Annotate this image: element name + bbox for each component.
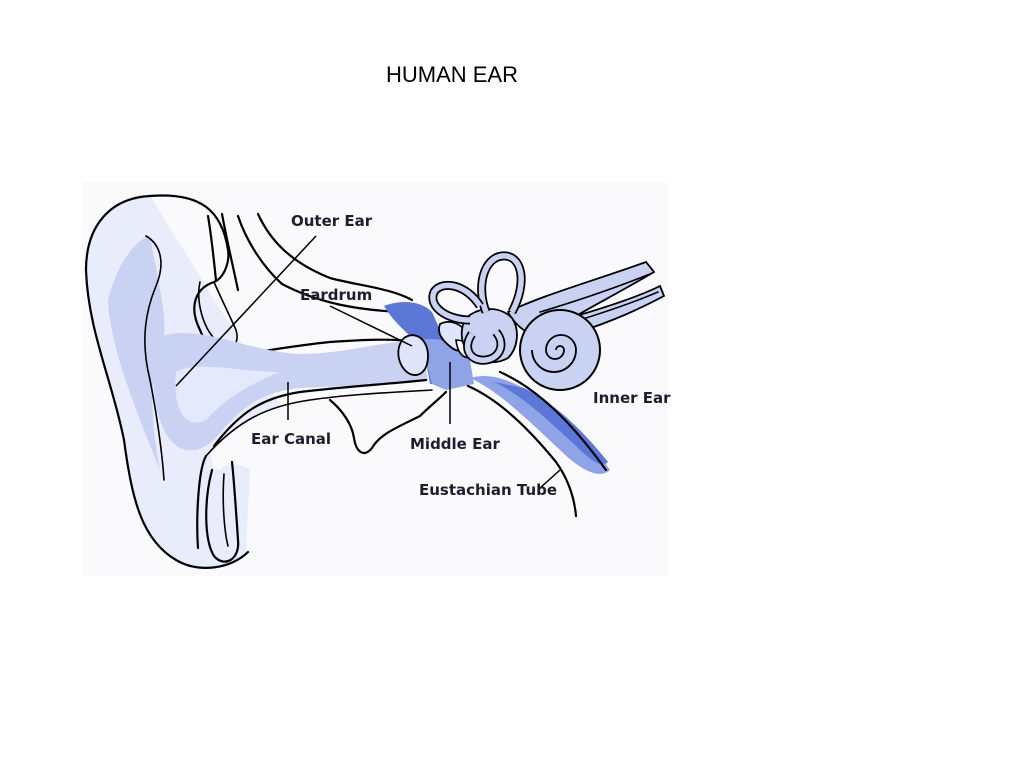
label-inner-ear: Inner Ear	[593, 389, 671, 407]
temporal-bone	[328, 390, 448, 455]
leader-outer-ear	[175, 235, 317, 387]
eustachian-tube	[466, 370, 610, 518]
label-middle-ear: Middle Ear	[410, 435, 500, 453]
middle-ear	[384, 302, 499, 390]
slide-title: HUMAN EAR	[385, 62, 518, 87]
label-outer-ear: Outer Ear	[291, 212, 373, 230]
label-ear-canal: Ear Canal	[251, 430, 331, 448]
ear-canal	[153, 333, 433, 550]
label-eustachian-tube: Eustachian Tube	[419, 481, 557, 499]
leader-eardrum	[329, 305, 413, 347]
leader-lines	[175, 235, 561, 489]
leader-eustachian-tube	[539, 469, 561, 489]
inner-ear	[428, 251, 666, 391]
label-eardrum: Eardrum	[300, 286, 372, 304]
